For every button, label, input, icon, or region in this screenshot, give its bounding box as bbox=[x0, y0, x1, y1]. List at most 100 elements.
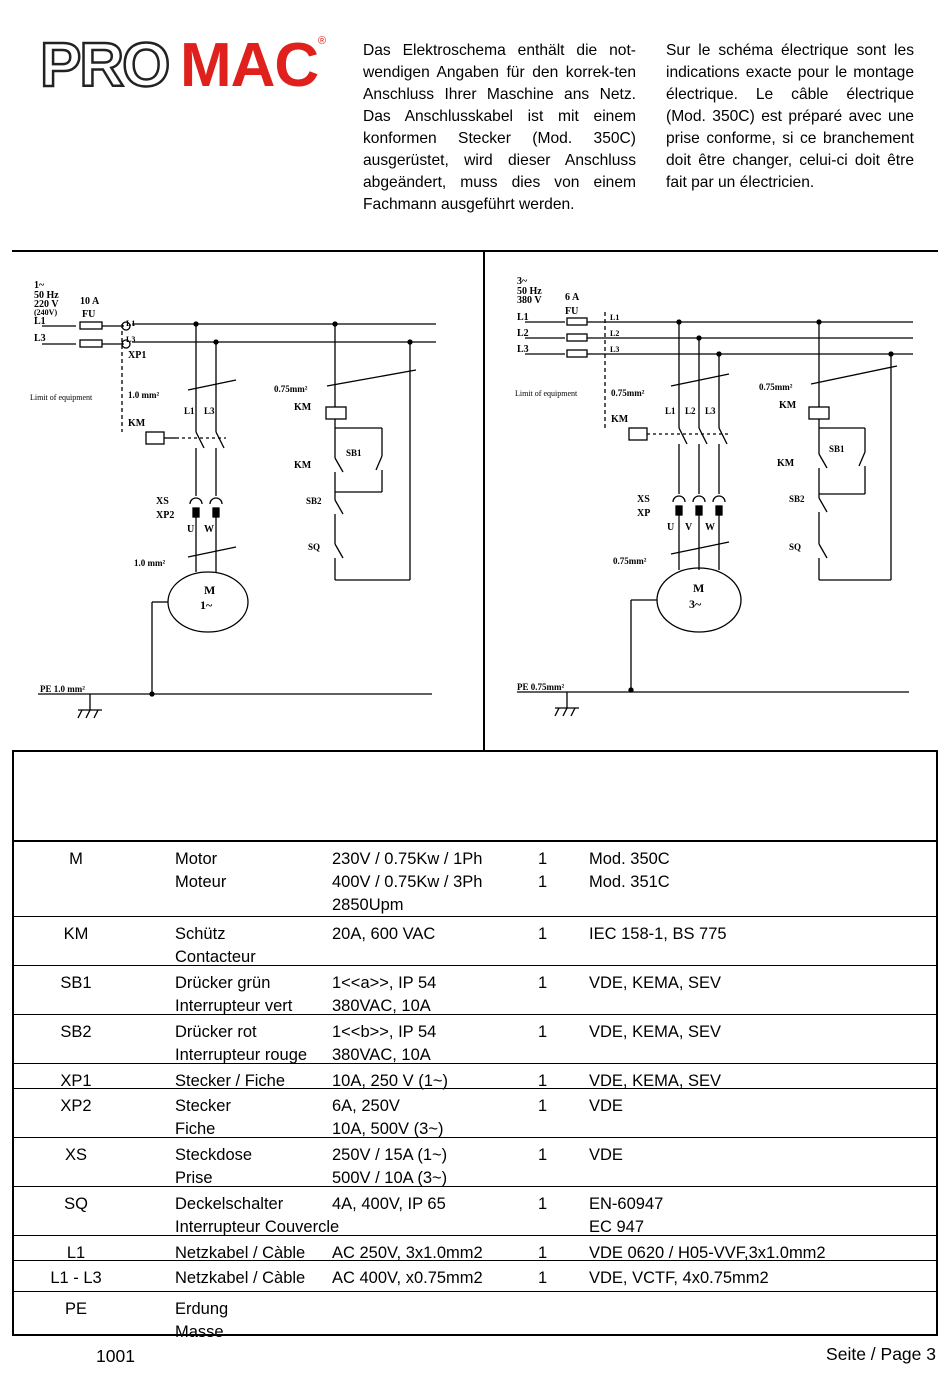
line3-label-l3-right: L3 bbox=[610, 345, 619, 354]
schematic-three-phase: 3~ 50 Hz 380 V 6 A FU L1 L2 L3 L1 L2 L3 … bbox=[485, 252, 937, 750]
part-code-line: XS bbox=[64, 1146, 87, 1164]
part-spec-line: 380VAC, 10A bbox=[332, 1046, 431, 1064]
cable-size-main: 1.0 mm² bbox=[128, 390, 159, 400]
page-number: Seite / Page 3 bbox=[826, 1344, 936, 1364]
supply-1ph-line4: (240V) bbox=[34, 308, 57, 317]
part-spec: AC 250V, 3x1.0mm2 bbox=[332, 1242, 483, 1265]
part-spec-line: 400V / 0.75Kw / 3Ph bbox=[332, 873, 483, 891]
part-spec-line: 2850Upm bbox=[332, 896, 404, 914]
promac-logo: PRO MAC ® bbox=[38, 28, 338, 98]
part-qty-line: 1 bbox=[538, 1023, 548, 1041]
part-code-line: SB2 bbox=[60, 1023, 92, 1041]
part-name-line: Moteur bbox=[175, 873, 227, 891]
terminal3-v-label: V bbox=[685, 522, 693, 533]
cable-size-motor: 1.0 mm² bbox=[134, 558, 165, 568]
part-qty: 1 bbox=[538, 1267, 547, 1290]
part-qty-line: 1 bbox=[538, 1195, 548, 1213]
part-spec: AC 400V, x0.75mm2 bbox=[332, 1267, 483, 1290]
part-standard: IEC 158-1, BS 775 bbox=[589, 923, 727, 946]
part-code: PE bbox=[14, 1298, 138, 1321]
part-standard-line: VDE bbox=[589, 1097, 623, 1115]
part-code-line: XP2 bbox=[60, 1097, 92, 1115]
part-standard-line: EC 947 bbox=[589, 1218, 645, 1236]
part-name-line: Steckdose bbox=[175, 1146, 253, 1164]
logo-registered: ® bbox=[318, 35, 326, 47]
terminal3-u-label: U bbox=[667, 522, 674, 533]
part-qty: 1 bbox=[538, 1021, 547, 1044]
cable-size-control: 0.75mm² bbox=[274, 384, 308, 394]
sb2-3ph-label: SB2 bbox=[789, 494, 805, 504]
sb1-3ph-label: SB1 bbox=[829, 444, 845, 454]
terminal3-w-label: W bbox=[705, 522, 715, 533]
line3-label-l2: L2 bbox=[517, 328, 529, 339]
part-name-line: Stecker bbox=[175, 1097, 231, 1115]
motor-3ph-m: M bbox=[693, 581, 704, 595]
supply-3ph-line1: 3~ bbox=[517, 276, 528, 287]
part-code-line: M bbox=[69, 850, 83, 868]
doc-number: 1001 bbox=[96, 1346, 135, 1366]
schematic-single-phase: 1~ 50 Hz 220 V (240V) 10 A FU L1 L3 L1 L… bbox=[12, 252, 482, 750]
line3-label-l1: L1 bbox=[517, 312, 529, 323]
part-name: Stecker / Fiche bbox=[175, 1070, 285, 1093]
part-spec: 250V / 15A (1~)500V / 10A (3~) bbox=[332, 1144, 447, 1190]
intro-text-french: Sur le schéma électrique sont les indica… bbox=[666, 42, 914, 191]
part-spec: 4A, 400V, IP 65 bbox=[332, 1193, 446, 1216]
part-code: L1 bbox=[14, 1242, 138, 1265]
part-qty: 1 bbox=[538, 1193, 547, 1216]
fuse-3ph-label: FU bbox=[565, 306, 578, 317]
cable3-size-motor: 0.75mm² bbox=[613, 556, 647, 566]
part-code: SB2 bbox=[14, 1021, 138, 1044]
motor-1ph-m: M bbox=[204, 583, 215, 597]
fuse-1ph-label: FU bbox=[82, 309, 95, 320]
part-qty-line: 1 bbox=[538, 1146, 548, 1164]
part-qty: 1 bbox=[538, 972, 547, 995]
terminal-w-label: W bbox=[204, 524, 214, 535]
part-code: XP1 bbox=[14, 1070, 138, 1093]
line-label-l1-right: L1 bbox=[126, 319, 135, 328]
line3-label-l2-right: L2 bbox=[610, 329, 619, 338]
intro-text-german: Das Elektroschema enthält die not-wendig… bbox=[363, 42, 636, 213]
part-spec: 10A, 250 V (1~) bbox=[332, 1070, 448, 1093]
part-standard-line: IEC 158-1, BS 775 bbox=[589, 925, 727, 943]
part-code: SQ bbox=[14, 1193, 138, 1216]
cable3-size-control: 0.75mm² bbox=[759, 382, 793, 392]
part-standard: VDE 0620 / H05-VVF,3x1.0mm2 bbox=[589, 1242, 826, 1265]
part-code-line: KM bbox=[63, 925, 89, 943]
part-code-line: PE bbox=[64, 1300, 87, 1318]
pe-1ph-label: PE 1.0 mm² bbox=[40, 684, 85, 694]
part-name-line: Drücker rot bbox=[175, 1023, 257, 1041]
contact3-l1-label: L1 bbox=[665, 406, 676, 416]
part-standard: VDE bbox=[589, 1144, 623, 1167]
xs-label: XS bbox=[156, 496, 169, 507]
line-label-l1: L1 bbox=[34, 316, 46, 327]
km3-relay-label: KM bbox=[779, 400, 797, 411]
part-code: KM bbox=[14, 923, 138, 946]
km3-coil-label: KM bbox=[611, 414, 629, 425]
schematic-divider bbox=[483, 252, 485, 752]
part-standard-line: EN-60947 bbox=[589, 1195, 664, 1213]
part-name-line: Drücker grün bbox=[175, 974, 271, 992]
part-standard-line: Mod. 350C bbox=[589, 850, 670, 868]
line3-label-l3: L3 bbox=[517, 344, 529, 355]
part-spec-line: 10A, 500V (3~) bbox=[332, 1120, 444, 1138]
part-qty-line: 1 bbox=[538, 1097, 548, 1115]
part-code-line: L1 bbox=[66, 1244, 86, 1262]
cable3-size-main: 0.75mm² bbox=[611, 388, 645, 398]
contact3-l3-label: L3 bbox=[705, 406, 716, 416]
limit-of-equipment-label: Limit of equipment bbox=[30, 393, 93, 402]
part-code: M bbox=[14, 848, 138, 871]
line-label-l3-right: L3 bbox=[126, 335, 135, 344]
part-code: L1 - L3 bbox=[14, 1267, 138, 1290]
part-code: XS bbox=[14, 1144, 138, 1167]
contact3-l2-label: L2 bbox=[685, 406, 696, 416]
part-standard: VDE, KEMA, SEV bbox=[589, 1070, 721, 1093]
